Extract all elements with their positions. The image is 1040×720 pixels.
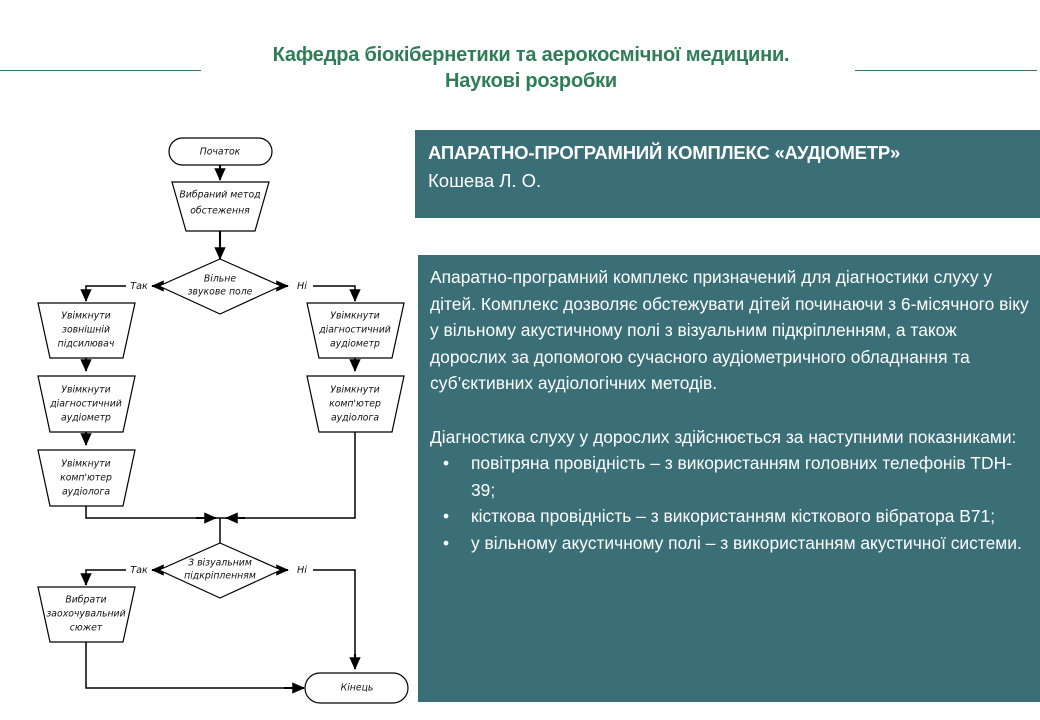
- connector-left3-merge: [85, 506, 220, 519]
- connector-no2-path: [313, 569, 356, 663]
- bullet-icon: •: [443, 532, 450, 553]
- flow-node-left1-line2: зовнішній: [62, 325, 110, 336]
- list-item: • повітряна провідність – з використання…: [430, 450, 1032, 503]
- paragraph-spacer: [430, 397, 1032, 424]
- flow-node-select-reward-scene: [37, 586, 136, 643]
- flow-node-left-audiometer: [37, 375, 136, 433]
- header-rule-left: [0, 70, 201, 71]
- flow-node-method: [171, 181, 270, 232]
- description-paragraph-2: Діагностика слуху у дорослих здійснюєтьс…: [430, 426, 1017, 447]
- list-item-label: повітряна провідність – з використанням …: [471, 453, 1012, 500]
- project-description-panel: Апаратно-програмний комплекс призначений…: [418, 255, 1040, 702]
- list-item-label: кісткова провідність – з використанням к…: [471, 506, 996, 527]
- flow-label-yes-2: Так: [130, 565, 148, 576]
- connector-yes2-path: [85, 569, 126, 579]
- flow-node-decision1-line2: звукове поле: [188, 287, 253, 298]
- flow-node-right1-line2: діагностичний: [318, 325, 391, 336]
- flow-node-start: [168, 137, 273, 166]
- flow-node-left1-line3: підсилювач: [58, 339, 115, 350]
- indicator-list: • повітряна провідність – з використання…: [430, 450, 1032, 556]
- flow-node-right2-line3: аудіолога: [331, 413, 379, 424]
- connector-right2-merge: [220, 432, 356, 519]
- connector-yes1-path: [85, 285, 126, 295]
- flow-node-method-line1: Вибраний метод: [179, 190, 260, 201]
- flow-label-yes-1: Так: [130, 281, 148, 292]
- flow-node-decision2-line2: підкріпленням: [184, 571, 256, 582]
- description-paragraph-1: Апаратно-програмний комплекс призначений…: [430, 267, 1029, 394]
- flow-node-right1-line3: аудіометр: [330, 339, 380, 350]
- flow-node-bottomleft-line3: сюжет: [70, 623, 103, 634]
- flow-node-left2-line2: діагностичний: [49, 399, 122, 410]
- flow-node-left1-line1: Увімкнути: [61, 311, 110, 322]
- flow-node-right2-line1: Увімкнути: [330, 385, 379, 396]
- flow-node-start-label: Початок: [200, 147, 241, 158]
- flow-node-method-line2: обстеження: [190, 206, 250, 217]
- flow-label-no-1: Ні: [297, 280, 307, 292]
- flow-node-right1-line1: Увімкнути: [330, 311, 379, 322]
- connector-bottomleft-end: [85, 642, 300, 689]
- flow-node-left3-line1: Увімкнути: [61, 459, 110, 470]
- flow-label-no-2: Ні: [297, 564, 307, 576]
- flow-node-end: [304, 672, 409, 704]
- flow-node-decision1-line1: Вільне: [204, 274, 236, 285]
- flow-node-left2-line1: Увімкнути: [61, 385, 110, 396]
- flow-node-decision-visual-support: [157, 542, 283, 599]
- flow-node-decision2-line1: З візуальним: [188, 558, 252, 569]
- flow-node-bottomleft-line1: Вибрати: [65, 595, 106, 606]
- flow-node-left3-line3: аудіолога: [62, 487, 110, 498]
- project-title-panel: АПАРАТНО-ПРОГРАМНИЙ КОМПЛЕКС «АУДІОМЕТР»…: [415, 130, 1040, 218]
- flow-node-decision-free-field: [157, 258, 283, 315]
- flow-node-bottomleft-line2: заохочувальний: [46, 609, 125, 620]
- list-item-label: у вільному акустичному полі – з використ…: [471, 532, 1022, 553]
- project-author: Кошева Л. О.: [428, 170, 542, 191]
- bullet-icon: •: [443, 506, 450, 527]
- page-title: Кафедра біокібернетики та аерокосмічної …: [208, 42, 854, 94]
- bullet-icon: •: [443, 453, 450, 474]
- page-title-line1: Кафедра біокібернетики та аерокосмічної …: [272, 44, 790, 66]
- flow-node-left3-line2: комп'ютер: [60, 473, 112, 484]
- page-title-line2: Наукові розробки: [444, 70, 618, 92]
- project-title: АПАРАТНО-ПРОГРАМНИЙ КОМПЛЕКС «АУДІОМЕТР»: [428, 142, 901, 163]
- list-item: • у вільному акустичному полі – з викори…: [430, 530, 1032, 557]
- list-item: • кісткова провідність – з використанням…: [430, 503, 1032, 530]
- flow-node-right-computer: [306, 375, 405, 433]
- header-rule-right: [855, 70, 1037, 71]
- connector-no1-path: [313, 285, 356, 295]
- flow-node-right2-line2: комп'ютер: [329, 399, 381, 410]
- examination-flowchart: Початок Вибраний метод обстеження Вільне…: [37, 137, 409, 704]
- flow-node-left-computer: [37, 449, 136, 507]
- flow-node-right-audiometer: [306, 302, 405, 359]
- flow-node-left2-line3: аудіометр: [61, 413, 111, 424]
- flow-node-end-label: Кінець: [341, 683, 374, 694]
- flow-node-left-amplifier: [37, 302, 136, 359]
